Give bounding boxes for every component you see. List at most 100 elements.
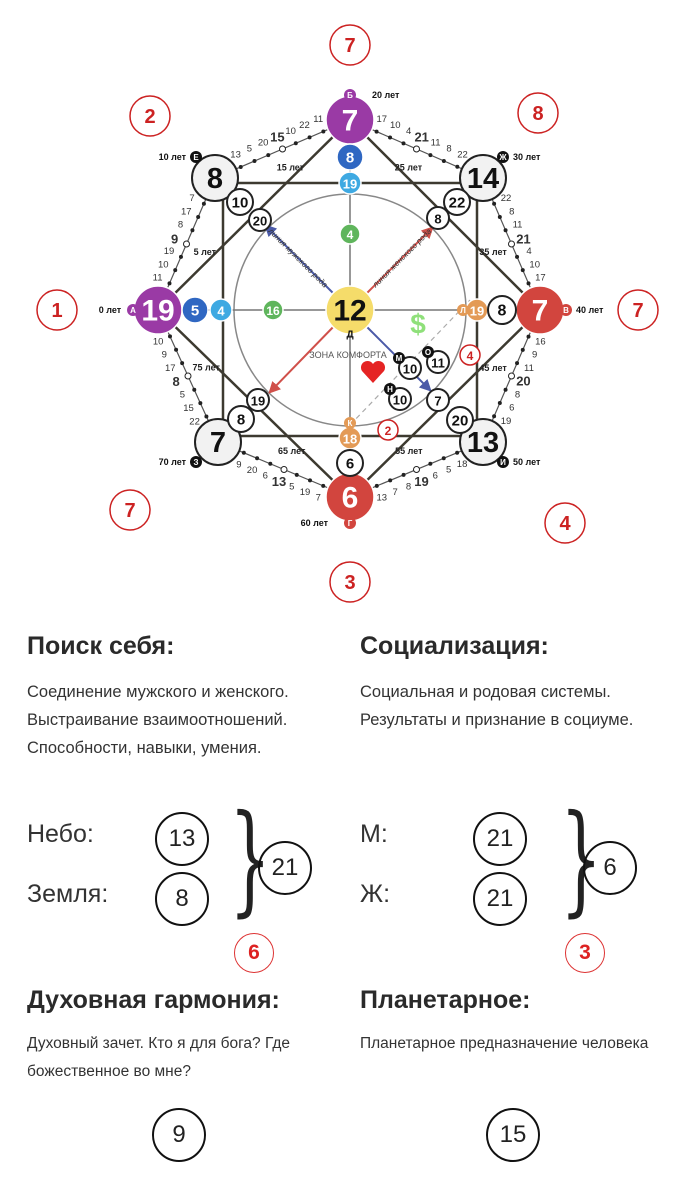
male-line-label: линия мужского рода — [266, 226, 330, 290]
outer-marker-value: 7 — [632, 300, 643, 322]
letter-badge — [457, 304, 469, 316]
socialization-title: Социализация: — [360, 632, 549, 660]
spiritual-value: 9 — [152, 1108, 206, 1162]
outer-marker-value: 1 — [51, 300, 62, 322]
node-value: 6 — [346, 456, 354, 473]
matrix-node-z2: 8 — [227, 405, 255, 433]
matrix-node-a2: 5 — [181, 296, 209, 324]
age-edge-value: 11 — [153, 273, 163, 284]
age-midpoint-label: 65 лет — [278, 446, 306, 456]
age-edge-value: 5 — [446, 465, 451, 476]
planetary-title: Планетарное: — [360, 986, 531, 1014]
node-value: 10 — [393, 393, 407, 408]
age-dot — [307, 135, 312, 140]
money-line — [349, 299, 471, 426]
node-circle — [487, 295, 517, 325]
node-value: 10 — [403, 362, 417, 377]
corner-age-label: 0 лет — [99, 305, 122, 315]
letter-badge — [497, 151, 509, 163]
matrix-node-i3: 7 — [426, 388, 450, 412]
node-value: 7 — [532, 295, 549, 328]
node-circle — [248, 208, 272, 232]
node-value: 6 — [342, 482, 359, 515]
age-midpoint-label: 25 лет — [395, 162, 423, 172]
letter-K: К — [348, 419, 353, 428]
node-value: 8 — [207, 163, 223, 195]
age-dot — [252, 159, 257, 164]
socialization-sum: 6 — [583, 841, 637, 895]
matrix-node-B: 7 — [325, 95, 375, 145]
matrix-node-zh3: 8 — [426, 206, 450, 230]
age-dot — [308, 478, 312, 483]
age-dot — [174, 347, 179, 352]
m-label: М: — [360, 820, 388, 848]
self-search-marker: 6 — [234, 933, 274, 973]
node-value: 8 — [237, 412, 245, 429]
age-midpoint-dot — [413, 466, 420, 473]
matrix-node-e2: 10 — [226, 188, 254, 216]
age-dot — [321, 483, 326, 488]
age-dot — [190, 228, 195, 233]
node-circle — [246, 388, 270, 412]
age-dot — [204, 414, 209, 419]
letter-badge — [344, 417, 356, 429]
age-edge-value: 16 — [535, 336, 546, 347]
corner-age-label: 50 лет — [513, 457, 541, 467]
age-midpoint-dot — [508, 372, 515, 380]
age-dot — [526, 281, 531, 286]
age-edge-value: 13 — [230, 150, 241, 161]
node-circle — [459, 154, 507, 202]
age-edge-value: 21 — [414, 130, 428, 145]
age-edge-value: 8 — [509, 206, 514, 217]
age-edge-value: 4 — [526, 246, 531, 257]
age-midpoint-dot — [184, 372, 192, 380]
age-edge-value: 20 — [258, 138, 269, 149]
node-value: 20 — [253, 214, 267, 229]
letter-badge — [190, 456, 202, 468]
outer-marker-circle — [517, 92, 559, 134]
letter-L: Л — [460, 306, 466, 315]
age-edge-value: 11 — [431, 138, 441, 149]
age-edge-value: 11 — [313, 114, 323, 125]
node-value: 4 — [347, 228, 354, 242]
age-midpoint-label: 5 лет — [194, 247, 217, 257]
inner-marker-value: 4 — [467, 349, 474, 363]
node-value: 16 — [266, 304, 280, 318]
corner-age-label: 70 лет — [159, 457, 187, 467]
matrix-node-e3: 20 — [248, 208, 272, 232]
age-dot — [198, 401, 203, 406]
age-dot — [255, 456, 260, 461]
age-dot — [520, 268, 525, 273]
node-circle — [336, 143, 364, 171]
node-circle — [325, 285, 375, 335]
age-dot — [441, 456, 446, 461]
node-value: 7 — [434, 394, 441, 409]
age-edge-value: 6 — [433, 470, 438, 481]
age-dot — [374, 483, 379, 488]
age-midpoint-label: 15 лет — [277, 162, 305, 172]
node-circle — [227, 405, 255, 433]
age-edge-value: 4 — [406, 126, 411, 137]
age-dot — [241, 450, 246, 455]
outer-marker-value: 4 — [559, 513, 571, 535]
spiritual-title: Духовная гармония: — [27, 986, 280, 1014]
age-edge-value: 13 — [376, 492, 387, 503]
dollar-icon: $ — [410, 309, 426, 340]
node-value: 7 — [210, 427, 226, 459]
f-value: 21 — [473, 872, 527, 926]
node-circle — [443, 188, 471, 216]
age-edge-value: 10 — [285, 126, 296, 137]
age-dot — [492, 414, 497, 419]
node-circle — [336, 449, 364, 477]
matrix-node-b4: 4 — [339, 223, 361, 245]
age-dot — [455, 450, 460, 455]
node-value: 22 — [449, 195, 466, 212]
matrix-node-b3: 19 — [338, 171, 362, 195]
age-dot — [374, 129, 379, 134]
planetary-text: Планетарное предназначение человека — [360, 1035, 649, 1052]
node-value: 18 — [343, 432, 357, 447]
planetary-value: 15 — [486, 1108, 540, 1162]
age-edge-value: 19 — [501, 416, 512, 427]
node-value: 7 — [342, 105, 359, 138]
age-edge-value: 8 — [515, 389, 520, 400]
